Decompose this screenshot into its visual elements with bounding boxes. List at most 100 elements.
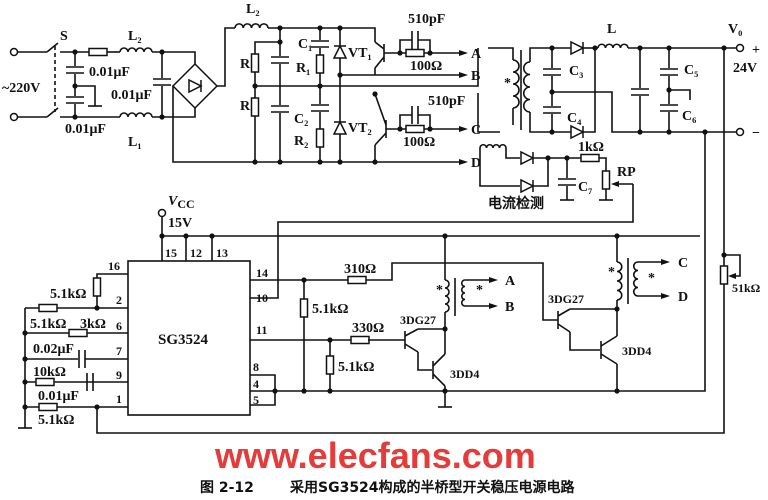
junction-dot <box>22 356 28 362</box>
coil <box>444 279 450 313</box>
capacitor <box>543 106 561 114</box>
capacitor <box>66 96 84 104</box>
pin-5: 5 <box>253 393 259 407</box>
resistor <box>350 335 370 345</box>
inductor <box>119 47 153 53</box>
dot-mark-2: * <box>476 283 483 298</box>
resistor <box>38 402 58 412</box>
q2-out-label: 3DD4 <box>622 344 651 358</box>
capacitor <box>411 106 419 124</box>
wire <box>488 47 514 60</box>
capacitor <box>271 105 289 113</box>
resistor-r-top-label: R <box>240 57 251 72</box>
junction-dot <box>183 233 189 239</box>
pot-51k-label: 51kΩ <box>732 281 761 295</box>
arrow-icon <box>459 159 468 165</box>
chip-label: SG3524 <box>158 332 209 348</box>
junction-dot <box>317 25 323 31</box>
out-c-label: C <box>471 123 481 138</box>
wire <box>417 352 432 371</box>
junction-dot <box>614 233 620 239</box>
r-6-label: 3kΩ <box>80 317 106 332</box>
input-voltage-label: ~220V <box>2 81 40 96</box>
dot-mark-1: * <box>436 283 443 298</box>
junction-dot <box>252 159 258 165</box>
junction-dot <box>327 388 333 394</box>
pin-13: 13 <box>216 246 228 260</box>
resistor <box>405 48 425 58</box>
resistor <box>719 265 729 285</box>
wire <box>533 158 549 187</box>
capacitor <box>411 31 419 49</box>
capacitor <box>78 350 86 368</box>
wire <box>552 91 737 133</box>
c-9-label: 0.01μF <box>38 389 79 404</box>
wire <box>529 47 571 62</box>
r-11-pulldown-label: 5.1kΩ <box>338 360 375 375</box>
capacitor <box>543 68 561 76</box>
junction-dot <box>397 50 403 56</box>
q2-pre-label: 3DG27 <box>548 292 584 306</box>
pin-14: 14 <box>256 266 268 280</box>
watermark: www.elecfans.com <box>214 435 536 476</box>
pin-6: 6 <box>116 319 122 333</box>
resistor <box>92 277 102 297</box>
wire <box>399 114 412 129</box>
cap-line-label: 0.01μF <box>111 88 152 103</box>
cap-510pf-a-label: 510pF <box>408 12 445 27</box>
wire <box>96 273 128 278</box>
diode <box>570 124 585 140</box>
switch-label: S <box>60 29 68 44</box>
capacitor <box>660 68 678 76</box>
wire <box>583 48 596 133</box>
input-labels: ~220V S L₂ 0.01μF 0.01μF 0.01μF L₁ <box>2 29 152 150</box>
inductor-l2-label: L₂ <box>246 2 260 17</box>
junction-dot <box>372 91 378 97</box>
wiper-arrow-icon <box>728 273 736 279</box>
res-100-c-label: 100Ω <box>403 135 435 150</box>
resistor <box>250 53 260 73</box>
resistor <box>601 170 611 190</box>
wire <box>268 27 376 42</box>
wire <box>374 93 387 126</box>
junction-dot <box>159 49 165 55</box>
output-labels: L C₃ C₄ C₅ C₆ V₀ + 24V − 51kΩ <box>567 22 761 295</box>
out-b-label: B <box>471 69 480 84</box>
pin-10: 10 <box>256 291 268 305</box>
controller-labels: SG3524 VCC 15V 16 2 6 7 9 1 15 12 13 14 … <box>30 194 268 428</box>
junction-dot <box>592 45 598 51</box>
drv-out-a-label: A <box>505 274 516 289</box>
cap-top-label: 0.01μF <box>89 65 130 80</box>
wire <box>152 51 196 64</box>
wire <box>374 56 385 69</box>
arrow-icon <box>661 293 670 299</box>
q1-pre-label: 3DG27 <box>400 313 436 327</box>
pin-16: 16 <box>108 259 120 273</box>
resistor <box>315 54 325 74</box>
coil <box>512 59 520 109</box>
junction-dot <box>549 129 555 135</box>
capacitor <box>558 178 576 186</box>
resistor <box>250 97 260 117</box>
junction-dot <box>614 388 620 394</box>
junction-dot <box>22 404 28 410</box>
wire <box>404 343 419 353</box>
inductor-l2-input-label: L₂ <box>128 29 142 44</box>
vcc-value-label: 15V <box>168 216 192 231</box>
capacitor <box>311 104 329 112</box>
c2-label: C₂ <box>294 112 308 127</box>
wire <box>374 41 385 50</box>
junction-dot <box>637 129 643 135</box>
figure-caption: 图 2-12 采用SG3524构成的半桥型开关稳压电源电路 <box>200 479 576 496</box>
inductor <box>234 23 269 29</box>
pin-7: 7 <box>116 344 122 358</box>
wire <box>152 108 196 118</box>
junction-dot <box>666 129 672 135</box>
coil <box>522 61 531 113</box>
dot-mark-3: * <box>608 265 615 280</box>
inductor-l1-label: L₁ <box>128 135 142 150</box>
wire <box>374 132 387 146</box>
junction-dot <box>272 388 278 394</box>
